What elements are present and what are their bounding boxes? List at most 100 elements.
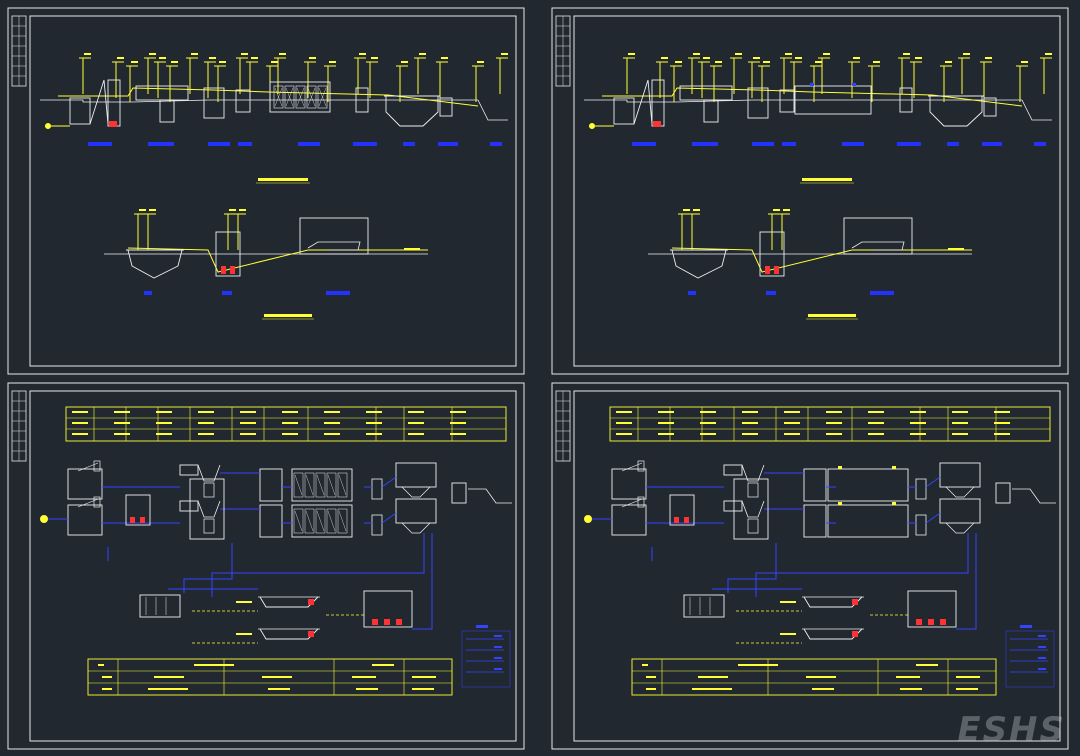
elevation-marker (910, 57, 922, 98)
table-cell-text (450, 411, 466, 413)
flow-meter-chamber (235, 89, 251, 113)
distribution-tower (189, 478, 225, 540)
lift-pump (674, 517, 679, 523)
aeration-marker (892, 502, 896, 505)
table-cell-text (658, 422, 674, 424)
aeration-marker (892, 466, 896, 469)
table-cell-text (282, 422, 298, 424)
sludge-pump (916, 619, 922, 625)
screen-incline (633, 79, 653, 125)
elevation-marker (496, 53, 508, 94)
table-cell-text (156, 411, 172, 413)
table-cell-text (698, 676, 728, 678)
grit-hopper (741, 500, 765, 518)
table-cell-text (994, 422, 1010, 424)
table-cell-text (72, 411, 88, 413)
lift-pump-station (125, 494, 151, 526)
table-cell-text (114, 411, 130, 413)
sheet-outer-frame (7, 382, 525, 750)
sludge-return-pipe (183, 543, 233, 593)
inlet-dot (589, 123, 595, 129)
elevation-marker (780, 53, 792, 94)
table-cell-text (910, 433, 926, 435)
inlet-symbol (584, 515, 612, 523)
table-cell-text (408, 433, 424, 435)
elevation-marker (366, 57, 378, 98)
elevation-marker (304, 57, 316, 98)
process-pipe (381, 512, 397, 524)
disinfection-contact-tank (983, 97, 997, 117)
disinfection-tank (995, 482, 1011, 504)
section-label-bar (144, 291, 152, 295)
hydraulic-grade-line (58, 87, 479, 107)
sludge-pump-well (215, 231, 241, 277)
elevation-marker (436, 57, 448, 98)
inlet-dot (45, 123, 51, 129)
distribution-chamber (259, 504, 283, 538)
legend-frame (461, 630, 511, 688)
elevation-marker (1040, 53, 1052, 94)
process-pipe (925, 512, 941, 524)
sludge-pump (940, 619, 946, 625)
table-cell-text (916, 664, 938, 666)
grit-chamber (723, 500, 743, 512)
process-pipe (925, 476, 941, 488)
table-cell-text (352, 676, 376, 678)
table-cell-text (692, 688, 732, 690)
table-cell-text (198, 433, 214, 435)
biofilter-bank (827, 504, 909, 538)
table-border (87, 658, 453, 696)
watermark-logo: ESHS (957, 710, 1066, 750)
lift-pump (130, 517, 135, 523)
inlet-symbol (40, 515, 68, 523)
elevation-marker (186, 53, 198, 94)
legend-title (1020, 625, 1032, 628)
sheet-outer-frame (7, 7, 525, 375)
sludge-pump (928, 619, 934, 625)
biofilter-tank (794, 85, 872, 115)
table-cell-text (262, 676, 292, 678)
table-cell-text (282, 433, 298, 435)
table-cell-text (366, 422, 382, 424)
table-cell-text (356, 688, 378, 690)
table-cell-text (408, 411, 424, 413)
equipment-tag (780, 601, 796, 603)
table-cell-text (952, 433, 968, 435)
table-cell-text (742, 422, 758, 424)
flow-meter-chamber (779, 89, 795, 113)
table-cell-text (154, 676, 184, 678)
sludge-thickener (127, 249, 183, 279)
elevation-marker (656, 57, 668, 98)
lift-pump-station (669, 494, 695, 526)
elevation-marker (134, 209, 146, 250)
elevation-marker (144, 209, 156, 250)
legend-title (476, 625, 488, 628)
table-cell-text (450, 422, 466, 424)
elevation-marker (144, 53, 156, 94)
clarifier-plan (395, 462, 437, 488)
sheet-bottom-left (7, 382, 525, 750)
sludge-caption-bar (264, 314, 312, 317)
table-cell-text (784, 411, 800, 413)
profile-caption-bar (802, 178, 852, 181)
biofilter-bank (291, 504, 353, 538)
sheet-inner-frame (573, 390, 1061, 742)
table-cell-text (156, 433, 172, 435)
section-label-bar (438, 142, 458, 146)
aeration-marker (838, 502, 842, 505)
table-cell-text (268, 688, 290, 690)
table-cell-text (240, 422, 256, 424)
table-cell-text (742, 411, 758, 413)
table-cell-text (324, 411, 340, 413)
sludge-thickener (671, 249, 727, 279)
distribution-tower (733, 478, 769, 540)
legend-frame (1005, 630, 1055, 688)
table-cell-text (952, 422, 968, 424)
table-border (631, 658, 997, 696)
filter-cell (304, 508, 315, 534)
sheet-bottom-right (551, 382, 1069, 750)
elevation-marker (748, 57, 760, 98)
section-label-bar (222, 291, 232, 295)
section-label-bar (688, 291, 696, 295)
elevation-marker (266, 61, 278, 102)
